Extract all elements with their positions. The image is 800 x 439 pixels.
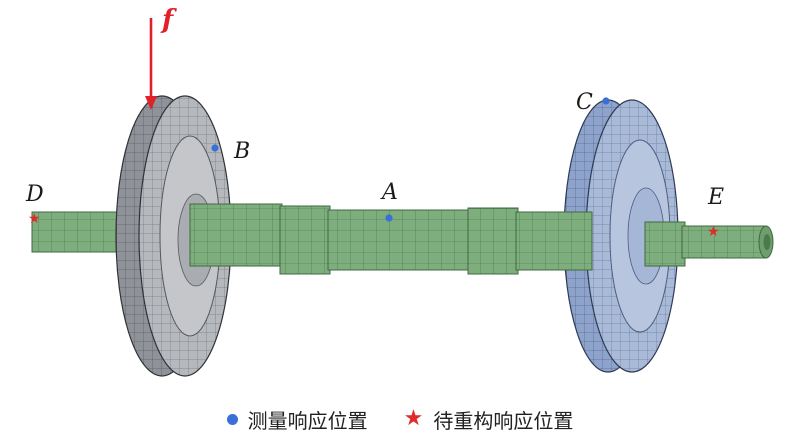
axle-body: [189, 203, 593, 275]
point-B-label: B: [233, 139, 250, 164]
point-A-marker: [385, 214, 393, 222]
point-B-marker: [211, 144, 219, 152]
legend-reconstruct-label: 待重构响应位置: [433, 408, 574, 433]
force-label: f: [160, 5, 177, 35]
reconstruct-star-icon: ★: [403, 406, 424, 431]
point-E-marker: ★: [707, 224, 720, 240]
axle-right-stub: [644, 221, 774, 267]
legend-measured-label: 测量响应位置: [247, 408, 368, 433]
point-E-label: E: [707, 185, 724, 210]
point-D-marker: ★: [28, 211, 41, 227]
point-A-label: A: [380, 180, 398, 205]
point-C-label: C: [576, 90, 593, 115]
point-C-marker: [602, 97, 610, 105]
legend-measured: 测量响应位置: [226, 405, 368, 434]
legend-reconstruct: ★ 待重构响应位置: [404, 405, 574, 434]
point-D-label: D: [25, 182, 44, 207]
right-wheel: [563, 99, 679, 373]
legend: 测量响应位置 ★ 待重构响应位置: [0, 404, 800, 434]
axle-left-stub: [31, 211, 133, 253]
force-arrow: [145, 18, 157, 110]
measured-dot-icon: [226, 413, 238, 425]
